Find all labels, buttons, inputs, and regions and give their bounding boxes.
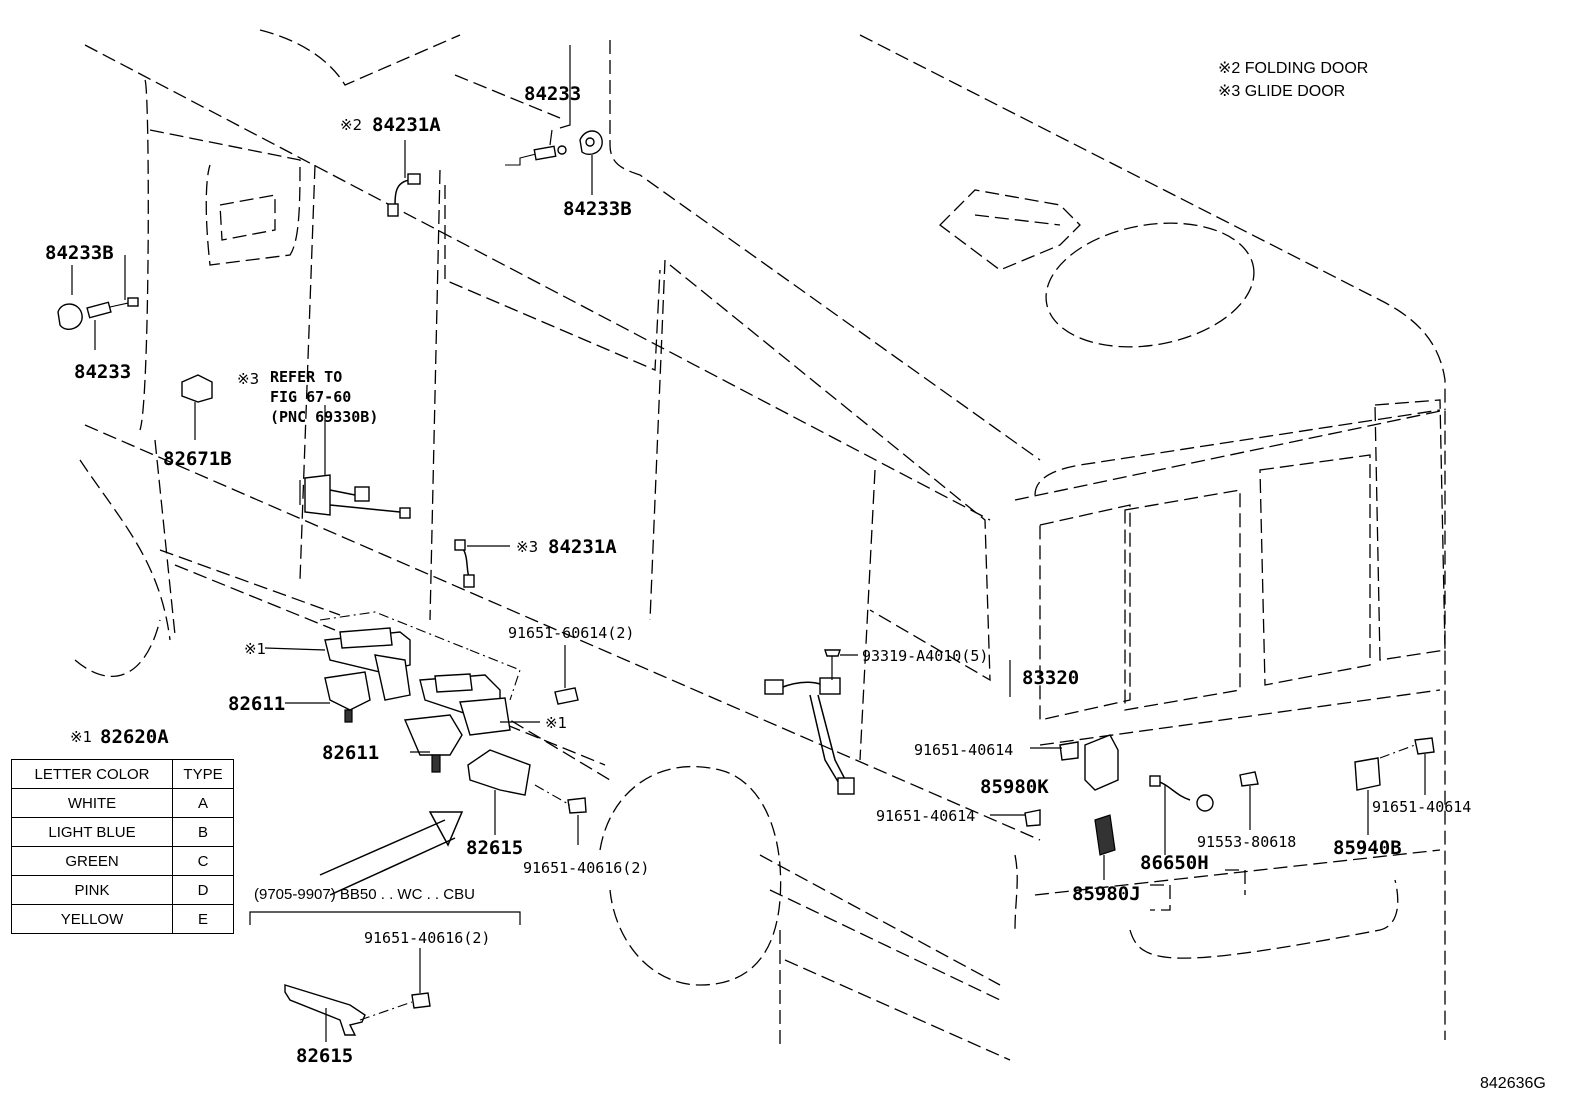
table-header-letter-color: LETTER COLOR	[11, 759, 173, 789]
part-label-82671b: 82671B	[163, 448, 232, 470]
part-label-82620a: 82620A	[100, 726, 169, 748]
table-cell-type: D	[172, 875, 234, 905]
table-cell-type: A	[172, 788, 234, 818]
bolt-91651-40614-rear	[1379, 737, 1435, 795]
part-label-82611-b: 82611	[322, 742, 379, 764]
table-cell-type: B	[172, 817, 234, 847]
mark-folding-84231a-top: ※2	[340, 116, 362, 134]
bolt-91553	[1239, 771, 1259, 830]
cap-82671b	[181, 374, 213, 440]
letter-color-table: LETTER COLOR TYPE WHITE A LIGHT BLUE B G…	[11, 759, 234, 934]
part-label-84233b-top: 84233B	[563, 198, 632, 220]
bolt-91651-60614	[554, 645, 579, 705]
part-label-91651-40614-b: 91651-40614	[876, 807, 975, 825]
mark-glide-ref: ※3	[237, 370, 259, 388]
switch-left-84233	[57, 255, 139, 350]
mark-type-1b: ※1	[545, 714, 567, 732]
part-label-91651-40616-lower: 91651-40616(2)	[364, 929, 490, 947]
table-cell-color: PINK	[11, 875, 173, 905]
part-label-91651-40616-upper: 91651-40616(2)	[523, 859, 649, 877]
ref-line-3: (PNC 69330B)	[270, 408, 378, 426]
switch-84233-top	[505, 45, 571, 166]
ref-line-2: FIG 67-60	[270, 388, 351, 406]
step-switch-assembly-2	[403, 649, 540, 773]
table-cell-type: E	[172, 904, 234, 934]
part-label-84233b-left: 84233B	[45, 242, 114, 264]
table-cell-type: C	[172, 846, 234, 876]
view-arrow	[319, 811, 464, 896]
figure-id: 842636G	[1480, 1075, 1546, 1092]
harness-84231a-mid	[454, 539, 510, 588]
note-glide-door: ※3 GLIDE DOOR	[1218, 83, 1345, 100]
module-85980k	[1030, 734, 1119, 791]
harness-84231a-top	[387, 140, 421, 217]
switch-86650h	[1149, 775, 1214, 855]
mark-type-1a: ※1	[244, 640, 266, 658]
harness-ref-69330b	[299, 405, 411, 519]
mark-glide-84231a-mid: ※3	[516, 538, 538, 556]
part-label-91651-40614-c: 91651-40614	[1372, 798, 1471, 816]
part-label-91651-40614-a: 91651-40614	[914, 741, 1013, 759]
part-label-82611-a: 82611	[228, 693, 285, 715]
table-row: PINK D	[11, 875, 234, 905]
part-label-83320: 83320	[1022, 667, 1079, 689]
part-label-91553: 91553-80618	[1197, 833, 1296, 851]
part-label-84231a-top: 84231A	[372, 114, 441, 136]
switch-boot-84233b-top	[579, 130, 603, 195]
table-row: YELLOW E	[11, 904, 234, 934]
part-label-82615-lower: 82615	[296, 1045, 353, 1067]
cbu-note: (9705-9907) BB50 . . WC . . CBU	[254, 886, 475, 903]
table-row: GREEN C	[11, 846, 234, 876]
ref-line-1: REFER TO	[270, 368, 342, 386]
harness-83320	[764, 655, 1011, 795]
table-row: WHITE A	[11, 788, 234, 818]
part-label-93319: 93319-A4010(5)	[862, 647, 988, 665]
part-label-82615-upper: 82615	[466, 837, 523, 859]
part-label-85980k: 85980K	[980, 776, 1049, 798]
module-85980j	[990, 809, 1116, 880]
part-label-84231a-mid: 84231A	[548, 536, 617, 558]
van-body-outline	[74, 29, 1446, 1061]
part-label-84233-top: 84233	[524, 83, 581, 105]
table-cell-color: GREEN	[11, 846, 173, 876]
table-cell-color: YELLOW	[11, 904, 173, 934]
table-cell-color: LIGHT BLUE	[11, 817, 173, 847]
switch-85940b	[1354, 757, 1381, 835]
part-label-91651-60614: 91651-60614(2)	[508, 624, 634, 642]
part-label-86650h: 86650H	[1140, 852, 1209, 874]
bolt-93319	[824, 649, 858, 657]
table-row: LIGHT BLUE B	[11, 817, 234, 847]
mark-type-82620a: ※1	[70, 728, 92, 746]
part-label-84233-left: 84233	[74, 361, 131, 383]
table-header-type: TYPE	[172, 759, 234, 789]
part-label-85980j: 85980J	[1072, 883, 1141, 905]
bolt-91651-40616-upper	[534, 784, 587, 845]
table-header-row: LETTER COLOR TYPE	[11, 759, 234, 789]
step-switch-assembly-1	[264, 611, 471, 723]
bracket-82615-upper	[467, 749, 531, 835]
cbu-group	[249, 911, 521, 1042]
part-label-85940b: 85940B	[1333, 837, 1402, 859]
note-folding-door: ※2 FOLDING DOOR	[1218, 60, 1368, 77]
table-cell-color: WHITE	[11, 788, 173, 818]
